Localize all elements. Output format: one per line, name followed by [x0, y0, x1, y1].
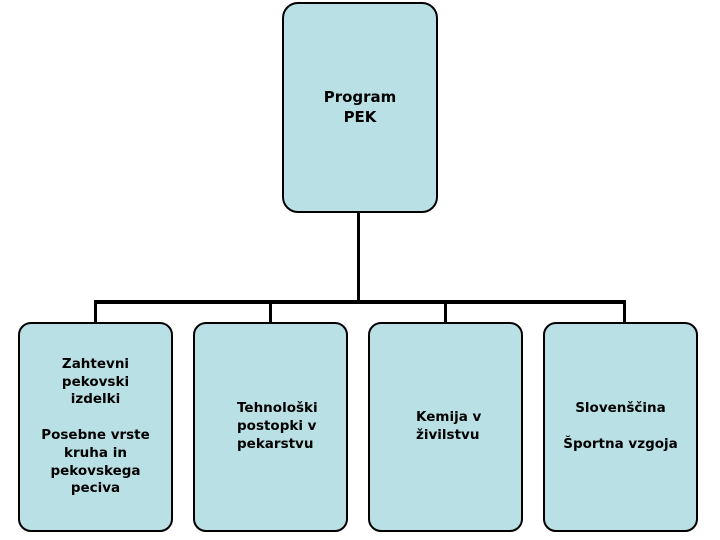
node-line: Športna vzgoja — [563, 435, 678, 452]
connector-drop-1 — [94, 302, 97, 324]
node-line: pekovski — [61, 373, 130, 390]
node-kemija-v-zivilstvu[interactable]: Kemija v živilstvu — [368, 322, 523, 532]
node-line: PEK — [343, 107, 377, 126]
node-line: pekovskega — [50, 462, 141, 479]
node-slovenscina-sportna-vzgoja[interactable]: Slovenščina Športna vzgoja — [543, 322, 698, 532]
connector-drop-4 — [623, 302, 626, 324]
node-line: pekarstvu — [237, 435, 314, 452]
node-line: živilstvu — [416, 427, 480, 443]
node-line: Posebne vrste — [41, 427, 150, 443]
connector-drop-3 — [444, 302, 447, 324]
node-line: kruha in — [64, 444, 127, 461]
node-line: Program — [323, 87, 397, 106]
node-line: Zahtevni — [61, 355, 130, 372]
node-line: Kemija v — [416, 409, 482, 426]
connector-drop-2 — [269, 302, 272, 324]
node-line: postopki v — [237, 418, 317, 435]
connector-stem — [357, 211, 360, 302]
node-tehnoloski-postopki-v-pekarstvu[interactable]: Tehnološki postopki v pekarstvu — [193, 322, 348, 532]
node-zahtevni-pekovski-izdelki[interactable]: Zahtevni pekovski izdelki Posebne vrste … — [18, 322, 173, 532]
node-line: izdelki — [70, 391, 121, 408]
node-line: peciva — [70, 480, 121, 497]
node-program-pek[interactable]: Program PEK — [282, 2, 438, 213]
node-line: Slovenščina — [575, 400, 666, 417]
connector-crossbar — [94, 300, 626, 304]
node-line: Tehnološki — [237, 400, 318, 417]
